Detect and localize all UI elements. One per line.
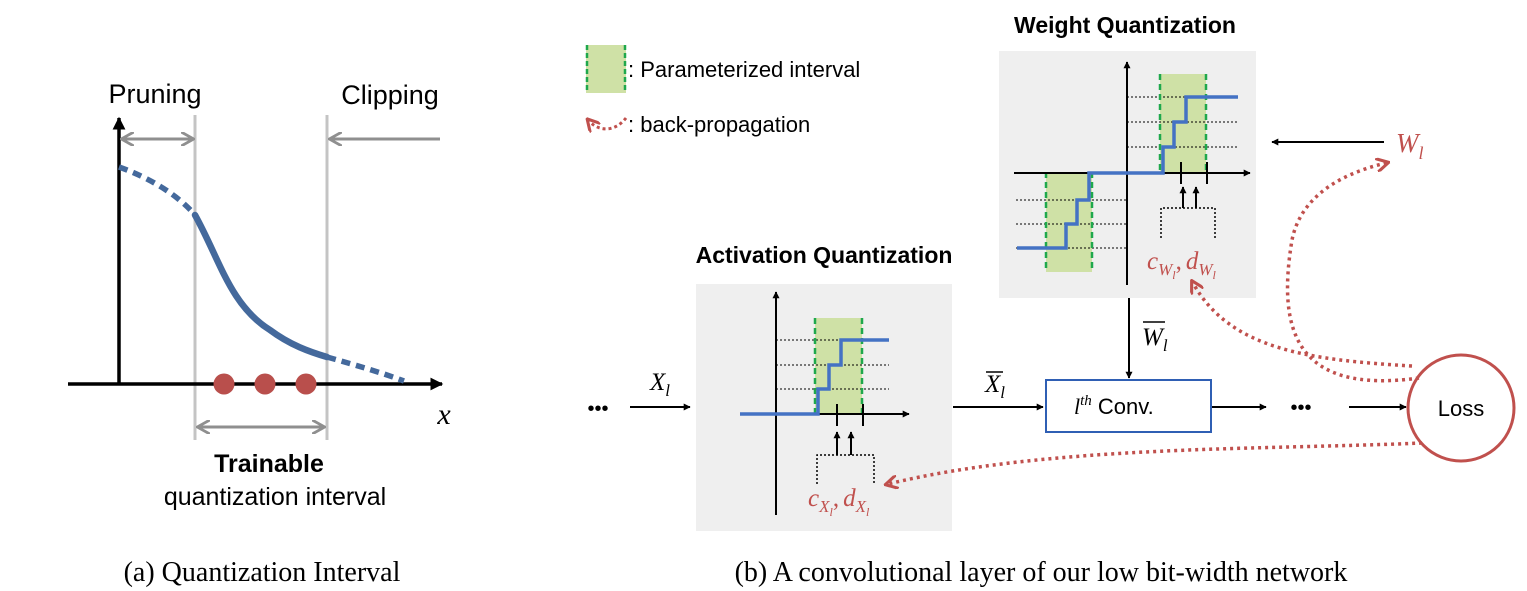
weight-param-c-sub: W xyxy=(1158,260,1174,279)
weight-params-label: cWl,dWl xyxy=(1147,248,1217,282)
clipping-label: Clipping xyxy=(341,80,439,110)
weight-param-sep: , xyxy=(1176,248,1182,275)
ellipsis-left: ••• xyxy=(587,398,608,420)
weight-quantization-panel: cWl,dWl xyxy=(999,51,1256,298)
legend-backprop-icon xyxy=(589,118,628,129)
x-axis-label: x xyxy=(436,398,451,431)
activation-param-c-subsub: l xyxy=(830,505,834,519)
weight-input-base: W xyxy=(1396,128,1421,158)
activation-param-c: c xyxy=(808,485,819,512)
quantization-interval-label: quantization interval xyxy=(164,483,386,511)
activation-param-d: d xyxy=(843,485,856,512)
activation-output-sub: l xyxy=(1000,383,1005,402)
backprop-to-activation-params xyxy=(888,441,1423,484)
ellipsis-right: ••• xyxy=(1290,397,1311,419)
caption-a: (a) Quantization Interval xyxy=(124,557,401,588)
activation-output-base: X xyxy=(984,371,1002,398)
loss-node xyxy=(1406,353,1516,463)
backprop-to-weight-params xyxy=(1193,283,1413,368)
activation-output-label: Xl xyxy=(984,371,1005,402)
curve-dashed-left xyxy=(118,164,198,217)
legend-interval-label: : Parameterized interval xyxy=(628,57,860,82)
legend: : Parameterized interval : back-propagat… xyxy=(586,45,860,137)
loss-label: Loss xyxy=(1438,396,1484,421)
quant-point xyxy=(213,373,235,395)
curve-solid xyxy=(191,211,331,361)
weight-param-d-subsub: l xyxy=(1213,268,1217,282)
pruning-label: Pruning xyxy=(108,79,201,109)
conv-layer-sup: th xyxy=(1080,393,1092,409)
panel-a: Pruning Clipping x Trainable quantizatio… xyxy=(68,79,451,588)
weight-quantizer-staircase xyxy=(1017,95,1238,250)
activation-quantization-panel: cXl,dXl xyxy=(696,284,952,531)
quant-point xyxy=(254,373,276,395)
activation-params-label: cXl,dXl xyxy=(808,485,870,519)
weight-output-label: Wl xyxy=(1142,324,1168,355)
weight-param-d-sub: W xyxy=(1198,260,1214,279)
activation-input-sub: l xyxy=(665,381,670,400)
legend-interval-swatch xyxy=(586,45,626,93)
conv-layer-label: lth Conv. xyxy=(1074,393,1154,419)
weight-output-sub: l xyxy=(1163,336,1168,355)
activation-param-bracket xyxy=(816,454,875,484)
activation-param-d-sub: X xyxy=(855,497,867,516)
conv-layer-l: l xyxy=(1074,394,1080,419)
weight-output-base: W xyxy=(1142,324,1165,351)
weight-param-d: d xyxy=(1186,248,1199,275)
legend-backprop-label: : back-propagation xyxy=(628,112,810,137)
activation-param-c-sub: X xyxy=(818,497,830,516)
weight-interval-negative xyxy=(1046,172,1092,272)
weight-param-c-subsub: l xyxy=(1172,268,1176,282)
conv-layer-rest: Conv. xyxy=(1092,394,1154,419)
trainable-label: Trainable xyxy=(214,450,324,478)
weight-param-c: c xyxy=(1147,248,1158,275)
caption-b: (b) A convolutional layer of our low bit… xyxy=(735,557,1348,588)
activation-param-sep: , xyxy=(833,485,839,512)
weight-interval-positive xyxy=(1160,74,1206,174)
panel-b: : Parameterized interval : back-propagat… xyxy=(586,12,1516,588)
activation-input-label: Xl xyxy=(649,369,670,400)
quant-point xyxy=(295,373,317,395)
activation-input-base: X xyxy=(649,369,667,396)
weight-input-sub: l xyxy=(1419,143,1424,163)
activation-quantization-title: Activation Quantization xyxy=(696,242,953,268)
weight-quantization-title: Weight Quantization xyxy=(1014,12,1236,38)
curve-dashed-right xyxy=(326,354,405,384)
weight-input-label: Wl xyxy=(1396,128,1424,163)
activation-param-d-subsub: l xyxy=(866,505,870,519)
weight-param-bracket xyxy=(1160,207,1216,238)
backprop-to-weight xyxy=(1285,163,1420,383)
activation-quantizer-staircase xyxy=(740,338,889,416)
conv-layer-box xyxy=(1045,379,1212,433)
